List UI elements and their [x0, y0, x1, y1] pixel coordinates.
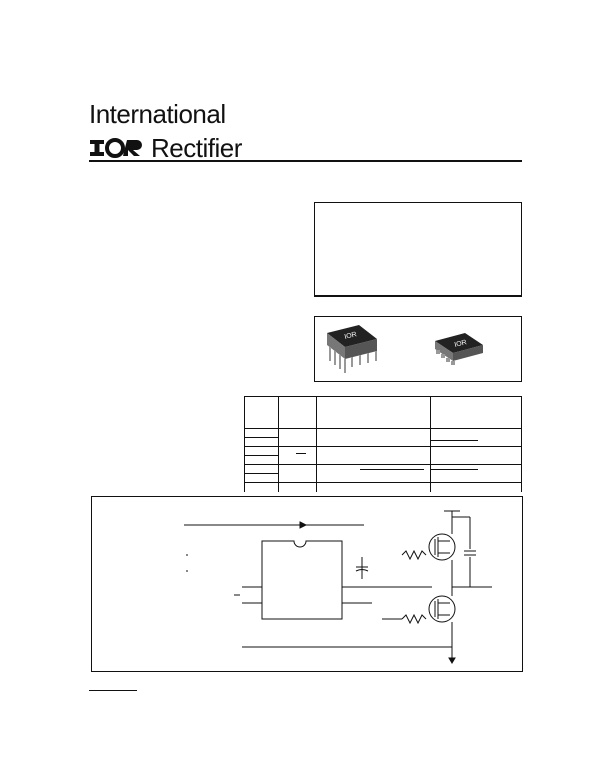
- package-box: IOR IOR: [314, 316, 522, 382]
- spec-table-grid: [244, 396, 522, 492]
- ior-logo-icon: [90, 138, 142, 158]
- soic8-package-icon: IOR: [435, 333, 483, 365]
- svg-text:IOR: IOR: [454, 339, 468, 349]
- summary-box: [314, 202, 522, 297]
- svg-text:IOR: IOR: [344, 331, 358, 341]
- brand-name-international: International: [89, 99, 226, 129]
- circuit-schematic: [184, 510, 492, 664]
- header-rule: [89, 160, 522, 162]
- brand-row: Rectifier: [89, 135, 242, 161]
- package-illustrations: IOR IOR: [327, 325, 483, 373]
- dip8-package-icon: IOR: [327, 325, 377, 373]
- footnote-rule: [89, 690, 137, 691]
- spec-table: [244, 396, 522, 492]
- brand-name-rectifier: Rectifier: [151, 133, 242, 163]
- typical-connection-diagram: [91, 496, 523, 672]
